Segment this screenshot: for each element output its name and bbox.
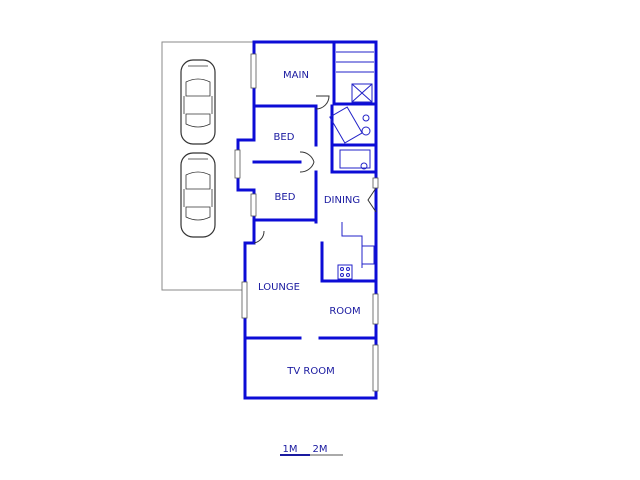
scale-bar: 1M 2M bbox=[280, 444, 343, 456]
room-label-dining: DINING bbox=[324, 195, 360, 206]
room-label-tv-room: TV ROOM bbox=[286, 366, 334, 377]
room-label-room: ROOM bbox=[329, 306, 360, 317]
scale-label-1m: 1M bbox=[283, 444, 298, 455]
interior-walls bbox=[243, 40, 378, 340]
room-label-lounge: LOUNGE bbox=[258, 282, 300, 293]
room-label-main: MAIN bbox=[283, 70, 309, 81]
car-top-icon bbox=[180, 59, 216, 145]
window-icon bbox=[234, 53, 379, 392]
door-icon bbox=[253, 95, 377, 244]
room-label-bed-bottom: BED bbox=[275, 192, 296, 203]
room-label-bed-top: BED bbox=[274, 132, 295, 143]
carport-outline bbox=[161, 41, 254, 291]
scale-label-2m: 2M bbox=[313, 444, 328, 455]
kitchen-counter-icon bbox=[337, 222, 375, 280]
car-bottom-icon bbox=[180, 152, 216, 238]
bathroom-fixtures-icon bbox=[329, 51, 374, 170]
